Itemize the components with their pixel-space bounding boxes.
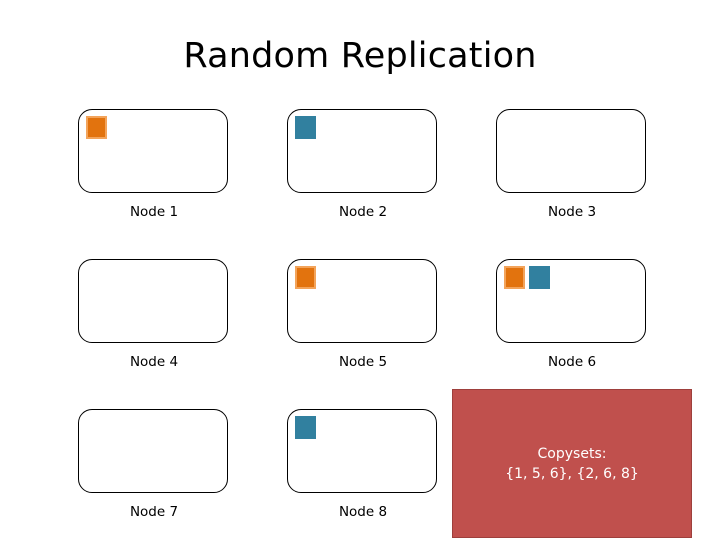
node-box-3[interactable] <box>496 109 646 193</box>
node-cell-3[interactable]: Node 3 <box>496 109 648 220</box>
node-box-4[interactable] <box>78 259 228 343</box>
node-label-7: Node 7 <box>129 504 179 520</box>
data-chunk-teal <box>529 266 550 289</box>
node-cell-4[interactable]: Node 4 <box>78 259 230 370</box>
copysets-callout: Copysets: {1, 5, 6}, {2, 6, 8} <box>452 389 692 538</box>
data-chunk-orange <box>86 116 107 139</box>
node-cell-8[interactable]: Node 8 <box>287 409 439 520</box>
chunk-row-5 <box>295 266 316 289</box>
node-box-2[interactable] <box>287 109 437 193</box>
node-cell-1[interactable]: Node 1 <box>78 109 230 220</box>
node-box-5[interactable] <box>287 259 437 343</box>
node-box-6[interactable] <box>496 259 646 343</box>
copysets-sets: {1, 5, 6}, {2, 6, 8} <box>505 465 639 482</box>
node-label-8: Node 8 <box>338 504 388 520</box>
node-box-1[interactable] <box>78 109 228 193</box>
page-title: Random Replication <box>183 36 537 76</box>
node-label-2: Node 2 <box>338 204 388 220</box>
node-cell-7[interactable]: Node 7 <box>78 409 230 520</box>
data-chunk-teal <box>295 416 316 439</box>
copysets-heading: Copysets: <box>537 445 607 462</box>
node-box-7[interactable] <box>78 409 228 493</box>
chunk-row-2 <box>295 116 316 139</box>
node-cell-6[interactable]: Node 6 <box>496 259 648 370</box>
node-cell-5[interactable]: Node 5 <box>287 259 439 370</box>
chunk-row-6 <box>504 266 550 289</box>
data-chunk-orange <box>504 266 525 289</box>
chunk-row-1 <box>86 116 107 139</box>
node-label-3: Node 3 <box>547 204 597 220</box>
node-cell-2[interactable]: Node 2 <box>287 109 439 220</box>
node-label-6: Node 6 <box>547 354 597 370</box>
data-chunk-orange <box>295 266 316 289</box>
node-label-5: Node 5 <box>338 354 388 370</box>
data-chunk-teal <box>295 116 316 139</box>
node-box-8[interactable] <box>287 409 437 493</box>
node-label-1: Node 1 <box>129 204 179 220</box>
chunk-row-8 <box>295 416 316 439</box>
node-label-4: Node 4 <box>129 354 179 370</box>
